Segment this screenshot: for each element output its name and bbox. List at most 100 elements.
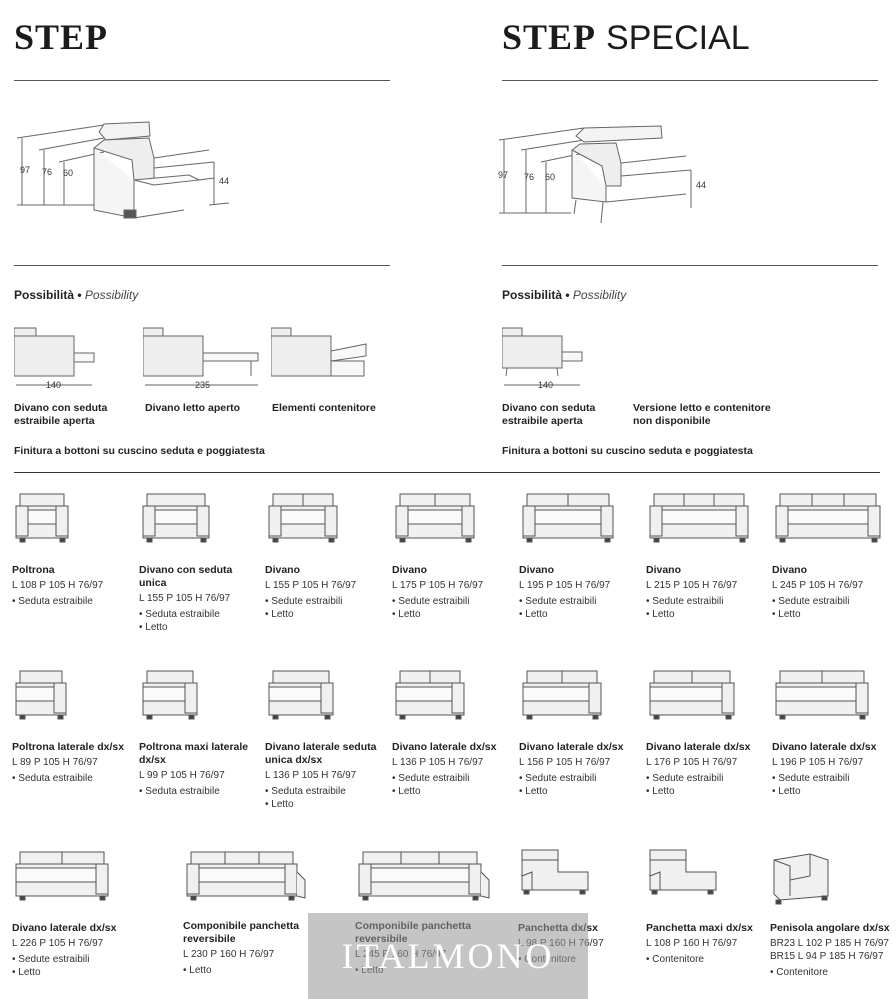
sofa-drawing — [649, 493, 749, 543]
item-name: Poltrona — [12, 564, 55, 576]
item-name: Poltrona maxi laterale dx/sx — [139, 741, 249, 766]
finish-note-left: Finitura a bottoni su cuscino seduta e p… — [14, 445, 265, 457]
item-option: • Sedute estraibili — [392, 773, 470, 784]
item-option: • Letto — [519, 786, 548, 797]
dim-44: 44 — [219, 176, 229, 186]
item-name: Divano laterale dx/sx — [519, 741, 624, 753]
item-name: Poltrona laterale dx/sx — [12, 741, 125, 753]
step-special-side-view-drawing: 97 76 60 44 — [498, 125, 706, 224]
item-name: Penisola angolare dx/sx — [770, 922, 890, 934]
dim-44: 44 — [696, 180, 706, 190]
dim-97: 97 — [498, 170, 508, 180]
sofa-drawing — [522, 670, 602, 720]
sofa-drawing — [522, 493, 614, 543]
item-option: • Letto — [519, 609, 548, 620]
catalog-item: Poltrona maxi laterale dx/sx L 99 P 105 H… — [139, 665, 261, 798]
dim-97: 97 — [20, 165, 30, 175]
sofa-drawing — [142, 670, 198, 720]
item-dimensions: L 136 P 105 H 76/97 — [392, 757, 484, 768]
sofa-drawing — [775, 493, 881, 543]
item-name: Divano laterale seduta unica dx/sx — [265, 741, 377, 766]
sofa-drawing — [358, 851, 490, 901]
item-option: • Contenitore — [646, 954, 704, 965]
sofa-drawing — [15, 851, 109, 901]
item-dimensions: L 230 P 160 H 76/97 — [183, 949, 275, 960]
item-option: • Letto — [392, 609, 421, 620]
option-caption: Divano letto aperto — [145, 402, 241, 414]
item-dimensions: L 155 P 105 H 76/97 — [139, 593, 231, 604]
item-name: Componibile panchetta reversibile — [183, 920, 300, 945]
item-name: Divano — [646, 564, 682, 576]
item-option: • Seduta estraibile — [139, 786, 220, 797]
title-step: STEP — [14, 17, 109, 57]
item-option: • Letto — [772, 609, 801, 620]
svg-text:140: 140 — [46, 380, 61, 390]
item-option: • Sedute estraibili — [772, 596, 850, 607]
item-option: • Letto — [265, 609, 294, 620]
divider — [14, 472, 880, 473]
sofa-drawing — [268, 670, 334, 720]
item-option: • Letto — [139, 622, 168, 633]
watermark-text: ITALMONO — [341, 936, 555, 976]
item-name: Divano laterale dx/sx — [392, 741, 497, 753]
item-name: Divano laterale dx/sx — [772, 741, 877, 753]
item-dimensions: BR23 L 102 P 185 H 76/97 — [770, 938, 889, 949]
option-sofa-bed-drawing: 235 — [143, 327, 259, 390]
item-name: Divano laterale dx/sx — [12, 922, 117, 934]
item-dimensions: L 195 P 105 H 76/97 — [519, 580, 611, 591]
item-option: • Letto — [772, 786, 801, 797]
sofa-drawing — [142, 493, 210, 543]
item-dimensions: L 108 P 105 H 76/97 — [12, 580, 104, 591]
item-option: • Sedute estraibili — [772, 773, 850, 784]
item-name: Divano — [392, 564, 428, 576]
item-option: • Sedute estraibili — [519, 773, 597, 784]
item-option: • Sedute estraibili — [646, 596, 724, 607]
sofa-drawing — [15, 493, 69, 543]
catalog-item: Divano laterale seduta unica dx/sx L 136 … — [265, 665, 387, 811]
finish-note-right: Finitura a bottoni su cuscino seduta e p… — [502, 445, 753, 457]
sofa-drawing — [186, 851, 306, 901]
svg-text:235: 235 — [195, 380, 210, 390]
catalog-item: Poltrona L 108 P 105 H 76/97 • Seduta estr… — [12, 488, 134, 608]
sofa-drawing — [15, 670, 67, 720]
item-option: • Seduta estraibile — [12, 596, 93, 607]
item-option: • Sedute estraibili — [12, 954, 90, 965]
item-name: Divano — [519, 564, 555, 576]
divider — [502, 265, 878, 266]
item-dimensions: L 136 P 105 H 76/97 — [265, 770, 357, 781]
watermark-band — [308, 913, 588, 999]
item-dimensions: L 99 P 105 H 76/97 — [139, 770, 225, 781]
item-dimensions: BR15 L 94 P 185 H 76/97 — [770, 951, 884, 962]
dim-76: 76 — [524, 172, 534, 182]
item-option: • Seduta estraibile — [139, 609, 220, 620]
option-caption: Divano con seduta estraibile aperta — [502, 402, 596, 427]
item-option: • Letto — [183, 965, 212, 976]
item-option: • Sedute estraibili — [265, 596, 343, 607]
item-option: • Letto — [392, 786, 421, 797]
possibility-heading-right: Possibilità • Possibility — [502, 288, 627, 302]
option-extractable-seat-drawing: 140 — [502, 327, 583, 390]
sofa-drawing — [773, 853, 829, 905]
sofa-drawing — [395, 493, 475, 543]
sofa-drawing — [649, 670, 735, 720]
option-storage-drawing — [271, 327, 367, 377]
item-dimensions: L 196 P 105 H 76/97 — [772, 757, 864, 768]
item-name: Divano laterale dx/sx — [646, 741, 751, 753]
dim-76: 76 — [42, 167, 52, 177]
item-option: • Letto — [265, 799, 294, 810]
item-option: • Seduta estraibile — [265, 786, 346, 797]
item-option: • Letto — [12, 967, 41, 978]
sofa-drawing — [395, 670, 465, 720]
item-name: Divano — [265, 564, 301, 576]
item-name: Divano — [772, 564, 808, 576]
